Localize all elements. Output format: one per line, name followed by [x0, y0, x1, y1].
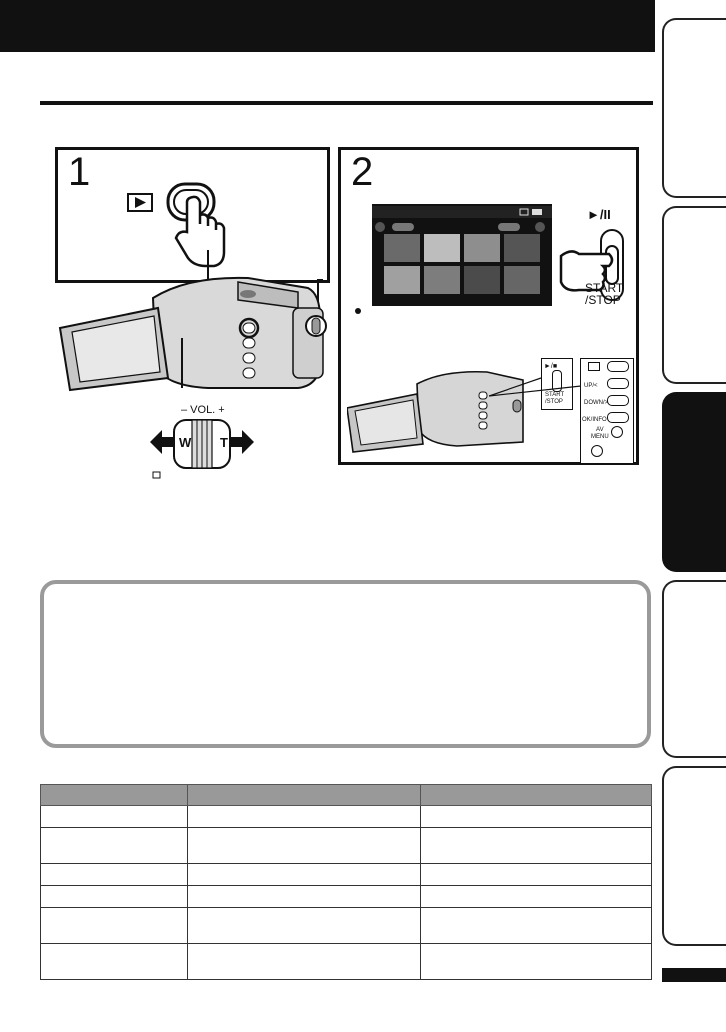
section-title-rule: [40, 101, 653, 105]
small-camcorder-illustration: [347, 370, 524, 453]
zoom-wide-label: W: [179, 435, 192, 450]
table-cell: [187, 827, 421, 864]
bullet-dot: [355, 308, 361, 314]
chapter-tab-5[interactable]: [662, 766, 726, 946]
down-button[interactable]: [607, 395, 629, 406]
table-cell: [40, 805, 188, 828]
zoom-lever-illustration: [150, 419, 254, 479]
playback-mode-button[interactable]: [607, 361, 629, 372]
step1-number: 1: [68, 150, 91, 194]
ok-info-button-label: OK/INFO: [582, 417, 607, 423]
page-number-bar: [662, 968, 726, 982]
menu-button[interactable]: [591, 445, 603, 457]
table-header-cell: [40, 784, 188, 806]
small-start-stop-label: START /STOP: [545, 392, 565, 405]
down-button-label: DOWN/>: [584, 400, 609, 406]
camcorder-illustration: [58, 276, 327, 392]
step2-panel: 2 ►/II START /STOP: [338, 147, 639, 465]
small-start-stop-button[interactable]: [552, 370, 562, 392]
playback-mode-icon: [588, 362, 600, 371]
table-cell: [40, 863, 188, 886]
table-cell: [187, 863, 421, 886]
table-cell: [187, 907, 421, 944]
info-note-box: [40, 580, 651, 748]
table-header-cell: [187, 784, 421, 806]
table-cell: [420, 943, 652, 980]
table-cell: [40, 827, 188, 864]
side-buttons-callout: UP/< DOWN/> OK/INFO AV MENU: [580, 358, 634, 464]
button-operations-table: [40, 784, 652, 980]
small-play-stop-label: ►/■: [544, 363, 558, 370]
callout-lines: [489, 377, 581, 397]
chapter-tab-2[interactable]: [662, 206, 726, 384]
up-button[interactable]: [607, 378, 629, 389]
table-row: [40, 805, 652, 828]
chapter-tab-3-active[interactable]: [662, 392, 726, 572]
table-cell: [420, 827, 652, 864]
ok-info-button[interactable]: [607, 412, 629, 423]
table-cell: [420, 805, 652, 828]
page-header-bar: [0, 0, 655, 52]
table-header-cell: [420, 784, 652, 806]
up-button-label: UP/<: [584, 383, 598, 389]
small-start-stop-callout: ►/■ START /STOP: [541, 358, 573, 410]
step1-panel: 1: [55, 147, 330, 283]
table-cell: [40, 943, 188, 980]
chapter-tab-4[interactable]: [662, 580, 726, 758]
table-cell: [420, 863, 652, 886]
table-cell: [40, 885, 188, 908]
table-row: [40, 863, 652, 886]
step2-number: 2: [351, 150, 374, 194]
start-stop-press-illustration: [559, 229, 624, 301]
play-pause-label: ►/II: [587, 207, 611, 222]
table-cell: [187, 805, 421, 828]
av-button[interactable]: [611, 426, 623, 438]
table-row: [40, 827, 652, 864]
table-header-row: [40, 784, 652, 806]
table-row: [40, 885, 652, 908]
zoom-volume-label: – VOL. +: [181, 404, 225, 416]
av-menu-label: AV MENU: [591, 427, 609, 440]
table-cell: [40, 907, 188, 944]
table-cell: [420, 885, 652, 908]
table-cell: [187, 943, 421, 980]
index-screen-thumbnails: [372, 204, 552, 306]
start-stop-label: START /STOP: [585, 281, 624, 307]
table-row: [40, 907, 652, 944]
chapter-tab-1[interactable]: [662, 18, 726, 198]
zoom-tele-label: T: [220, 435, 228, 450]
table-cell: [420, 907, 652, 944]
playback-button-press-illustration: [127, 182, 226, 268]
table-row: [40, 943, 652, 980]
table-cell: [187, 885, 421, 908]
